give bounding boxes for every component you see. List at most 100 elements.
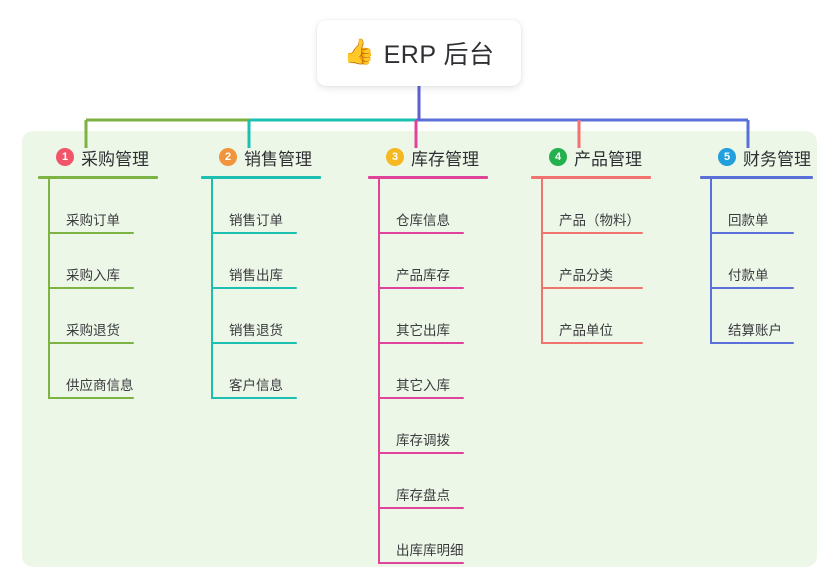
leaf-item-label: 其它出库 (396, 323, 450, 338)
column-title: 采购管理 (81, 149, 149, 169)
leaf-item-label: 仓库信息 (396, 213, 450, 228)
root-node-card[interactable]: 👍 ERP 后台 (317, 20, 521, 86)
leaf-item-rule (48, 342, 134, 344)
leaf-item[interactable]: 采购订单 (38, 179, 193, 234)
column-badge-icon: 3 (386, 148, 404, 166)
column-4: 4 产品管理产品（物料） 产品分类产品单位 (531, 144, 691, 344)
leaf-list: 产品（物料） 产品分类产品单位 (531, 179, 691, 344)
thumbs-up-icon: 👍 (343, 37, 375, 66)
leaf-item[interactable]: 采购退货 (38, 289, 193, 344)
leaf-item-rule (541, 342, 643, 344)
leaf-list: 采购订单采购入库采购退货供应商信息 (38, 179, 193, 399)
leaf-item-label: 结算账户 (728, 323, 782, 338)
leaf-item-label: 供应商信息 (66, 378, 134, 393)
leaf-item-rule (710, 232, 794, 234)
leaf-item-rule (48, 232, 134, 234)
leaf-item-label: 销售订单 (229, 213, 283, 228)
leaf-item-rule (710, 342, 794, 344)
leaf-item-rule (378, 507, 464, 509)
leaf-item[interactable]: 付款单 (700, 234, 818, 289)
column-spine (378, 179, 380, 564)
column-underline (38, 176, 158, 179)
leaf-item[interactable]: 销售订单 (201, 179, 356, 234)
leaf-item[interactable]: 采购入库 (38, 234, 193, 289)
leaf-item[interactable]: 产品单位 (531, 289, 691, 344)
leaf-item[interactable]: 产品库存 (368, 234, 523, 289)
leaf-item[interactable]: 回款单 (700, 179, 818, 234)
leaf-item-label: 产品单位 (559, 323, 613, 338)
column-spine (710, 179, 712, 344)
leaf-item[interactable]: 销售出库 (201, 234, 356, 289)
leaf-item-rule (48, 287, 134, 289)
leaf-item-label: 其它入库 (396, 378, 450, 393)
column-badge-icon: 2 (219, 148, 237, 166)
leaf-item[interactable]: 库存调拨 (368, 399, 523, 454)
leaf-item-rule (378, 232, 464, 234)
leaf-item[interactable]: 其它出库 (368, 289, 523, 344)
column-title: 库存管理 (411, 149, 479, 169)
leaf-item-label: 库存调拨 (396, 433, 450, 448)
leaf-item-label: 产品（物料） (559, 213, 640, 228)
leaf-item-label: 采购入库 (66, 268, 120, 283)
column-header-1[interactable]: 1 采购管理 (38, 144, 158, 170)
leaf-item-rule (378, 342, 464, 344)
leaf-item-rule (48, 397, 134, 399)
leaf-item[interactable]: 供应商信息 (38, 344, 193, 399)
column-title: 销售管理 (244, 149, 312, 169)
leaf-item[interactable]: 库存盘点 (368, 454, 523, 509)
column-header-2[interactable]: 2 销售管理 (201, 144, 321, 170)
leaf-item-rule (378, 397, 464, 399)
column-underline (700, 176, 813, 179)
leaf-item[interactable]: 仓库信息 (368, 179, 523, 234)
leaf-item[interactable]: 客户信息 (201, 344, 356, 399)
leaf-item-rule (378, 287, 464, 289)
column-underline (201, 176, 321, 179)
leaf-item[interactable]: 销售退货 (201, 289, 356, 344)
leaf-item-label: 销售出库 (229, 268, 283, 283)
leaf-item[interactable]: 结算账户 (700, 289, 818, 344)
leaf-list: 销售订单销售出库销售退货客户信息 (201, 179, 356, 399)
leaf-item[interactable]: 产品（物料） (531, 179, 691, 234)
leaf-item-rule (541, 232, 643, 234)
column-header-5[interactable]: 5 财务管理 (700, 144, 813, 170)
leaf-item[interactable]: 出库库明细 (368, 509, 523, 564)
leaf-item-label: 客户信息 (229, 378, 283, 393)
leaf-item-label: 出库库明细 (396, 543, 464, 558)
leaf-item-label: 产品分类 (559, 268, 613, 283)
column-spine (211, 179, 213, 399)
column-5: 5 财务管理回款单付款单结算账户 (700, 144, 818, 344)
column-header-4[interactable]: 4 产品管理 (531, 144, 651, 170)
column-1: 1 采购管理采购订单采购入库采购退货供应商信息 (38, 144, 193, 399)
root-node-title: ERP 后台 (383, 41, 495, 69)
leaf-item-label: 回款单 (728, 213, 769, 228)
leaf-list: 回款单付款单结算账户 (700, 179, 818, 344)
leaf-item-rule (211, 232, 297, 234)
column-badge-icon: 5 (718, 148, 736, 166)
column-header-3[interactable]: 3 库存管理 (368, 144, 488, 170)
leaf-item-label: 销售退货 (229, 323, 283, 338)
leaf-item-rule (541, 287, 643, 289)
leaf-item-label: 采购订单 (66, 213, 120, 228)
diagram-panel (22, 131, 817, 567)
leaf-item-label: 库存盘点 (396, 488, 450, 503)
leaf-item-rule (211, 342, 297, 344)
leaf-item-rule (378, 452, 464, 454)
column-title: 产品管理 (574, 149, 642, 169)
leaf-item-label: 采购退货 (66, 323, 120, 338)
leaf-item-rule (710, 287, 794, 289)
column-badge-icon: 4 (549, 148, 567, 166)
column-spine (541, 179, 543, 344)
column-2: 2 销售管理销售订单销售出库销售退货客户信息 (201, 144, 356, 399)
leaf-item[interactable]: 产品分类 (531, 234, 691, 289)
leaf-item-label: 产品库存 (396, 268, 450, 283)
column-title: 财务管理 (743, 149, 811, 169)
column-badge-icon: 1 (56, 148, 74, 166)
leaf-item-rule (211, 287, 297, 289)
column-underline (368, 176, 488, 179)
leaf-item-rule (211, 397, 297, 399)
column-3: 3 库存管理仓库信息产品库存其它出库其它入库库存调拨库存盘点出库库明细 (368, 144, 523, 564)
leaf-item-rule (378, 562, 464, 564)
leaf-item[interactable]: 其它入库 (368, 344, 523, 399)
column-spine (48, 179, 50, 399)
